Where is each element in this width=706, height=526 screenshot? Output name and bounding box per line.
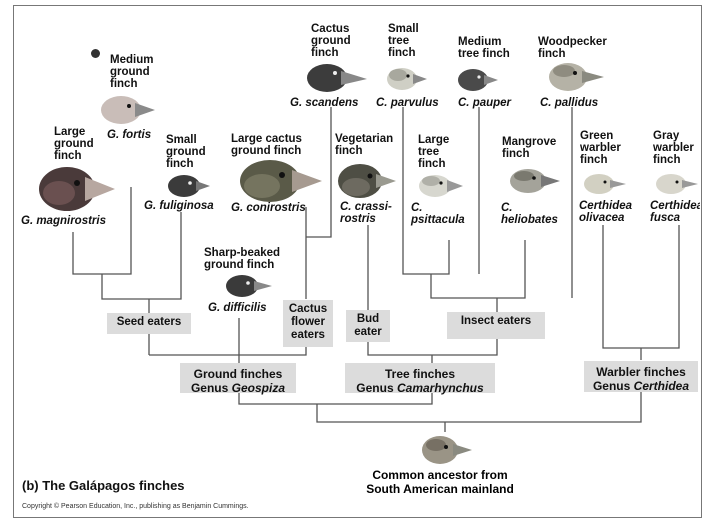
common-ancestor-label: Common ancestor from South American main… [366,468,514,496]
green-warbler-finch-image [584,174,626,194]
medium-ground-finch-label: Medium ground finch [110,54,154,90]
ground-finches-genus-line: Genus Geospiza [190,381,286,395]
mangrove-finch-sci: C. heliobates [501,202,558,226]
small-tree-finch-label: Small tree finch [388,23,419,59]
warbler-finches-title: Warbler finches [596,365,686,379]
large-ground-finch-sci: G. magnirostris [21,215,106,227]
insect-eaters-box: Insect eaters [447,312,545,339]
tree-finches-genus-box: Tree finches Genus Camarhynchus [345,363,495,395]
vegetarian-finch-image [338,164,396,198]
sharp-beaked-ground-finch-image [226,275,272,297]
mangrove-finch-image [510,169,560,193]
tree-finches-title: Tree finches [384,367,456,381]
gray-warbler-finch-image [656,174,698,194]
small-ground-finch-sci: G. fuliginosa [144,200,214,212]
medium-tree-finch-label: Medium tree finch [458,36,510,60]
ground-finches-title: Ground finches [193,367,283,381]
large-tree-finch-sci: C. psittacula [411,202,465,226]
large-tree-finch-image [419,175,463,197]
vegetarian-finch-sci: C. crassi- rostris [340,201,392,225]
green-warbler-finch-label: Green warbler finch [580,130,621,166]
large-cactus-ground-finch-label: Large cactus ground finch [231,133,302,157]
figure-caption: (b) The Galápagos finches [22,478,185,493]
medium-ground-finch-image [101,96,155,124]
mangrove-finch-label: Mangrove finch [502,136,557,160]
common-ancestor-image [422,436,472,464]
ground-finches-genus-box: Ground finches Genus Geospiza [180,363,296,395]
warbler-finches-genus-box: Warbler finches Genus Certhidea [584,361,698,393]
sharp-beaked-ground-finch-sci: G. difficilis [208,302,267,314]
small-ground-finch-image [168,175,210,197]
gray-warbler-finch-label: Gray warbler finch [653,130,694,166]
bud-eater-box: Bud eater [346,310,390,342]
small-tree-finch-sci: C. parvulus [376,97,439,109]
woodpecker-finch-sci: C. pallidus [540,97,599,109]
medium-tree-finch-image [458,69,498,91]
warbler-finches-genus-line: Genus Certhidea [592,379,690,393]
small-ground-finch-label: Small ground finch [166,134,206,170]
large-cactus-ground-finch-image [240,160,322,202]
cactus-ground-finch-sci: G. scandens [290,97,359,109]
medium-tree-finch-sci: C. pauper [458,97,512,109]
sharp-beaked-ground-finch-label: Sharp-beaked ground finch [204,247,281,271]
woodpecker-finch-image [549,63,604,91]
figure-frame [13,5,702,518]
woodpecker-finch-label: Woodpecker finch [538,36,607,60]
small-tree-finch-image [387,68,427,90]
seed-eaters-box: Seed eaters [107,313,191,334]
gray-warbler-finch-sci: Certhidea fusca [650,200,700,224]
large-ground-finch-label: Large ground finch [54,126,94,162]
green-warbler-finch-sci: Certhidea olivacea [579,200,633,224]
cactus-ground-finch-image [307,64,367,92]
medium-ground-finch-sci: G. fortis [107,129,152,141]
tree-finches-genus-line: Genus Camarhynchus [356,381,484,395]
vegetarian-finch-label: Vegetarian finch [335,133,394,157]
bullet-dot [91,49,100,58]
cactus-ground-finch-label: Cactus ground finch [311,23,351,59]
cactus-flower-eaters-box: Cactus flower eaters [283,300,333,347]
large-ground-finch-image [39,167,115,211]
copyright-notice: Copyright © Pearson Education, Inc., pub… [22,503,249,510]
large-cactus-ground-finch-sci: G. conirostris [231,202,306,214]
large-tree-finch-label: Large tree finch [418,134,450,170]
